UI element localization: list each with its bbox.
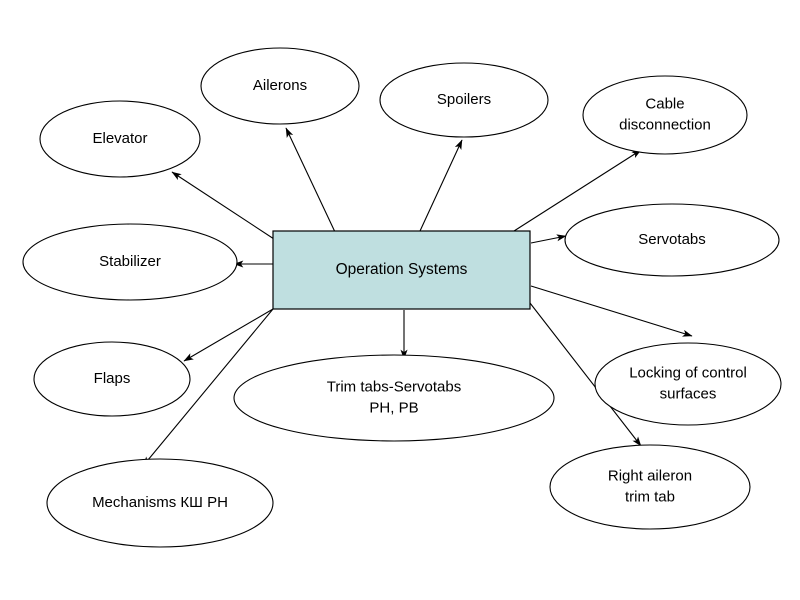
connector-right-aileron-trim-tab	[529, 302, 642, 447]
node-shape-trim-tabs-servotabs	[233, 354, 555, 442]
center-box-shape	[272, 230, 531, 310]
node-servotabs[interactable]: Servotabs	[564, 203, 780, 277]
node-label-trim-tabs-servotabs: РН, РВ	[369, 399, 418, 416]
node-label-stabilizer: Stabilizer	[99, 253, 161, 270]
connector-servotabs	[530, 234, 567, 244]
connector-cable-disconnection	[513, 149, 642, 232]
node-ailerons[interactable]: Ailerons	[200, 47, 360, 125]
node-shape-ailerons	[200, 47, 360, 125]
node-shape-locking-of-control-surfaces	[594, 342, 782, 426]
node-right-aileron-trim-tab[interactable]: Right aileron trim tab	[549, 444, 751, 530]
node-shape-right-aileron-trim-tab	[549, 444, 751, 530]
node-shape-flaps	[33, 341, 191, 417]
node-label-spoilers: Spoilers	[437, 91, 491, 108]
node-label-cable-disconnection: Cable	[645, 95, 684, 112]
node-shape-stabilizer	[22, 223, 238, 301]
center-node-layer: Operation Systems	[272, 230, 531, 310]
connector-ailerons	[285, 127, 336, 233]
node-label-servotabs: Servotabs	[638, 231, 706, 248]
node-operation-systems[interactable]: Operation Systems	[272, 230, 531, 310]
center-box-label: Operation Systems	[336, 261, 468, 278]
node-shape-cable-disconnection	[582, 75, 748, 155]
node-shape-spoilers	[379, 62, 549, 138]
node-stabilizer[interactable]: Stabilizer	[22, 223, 238, 301]
node-label-elevator: Elevator	[92, 130, 147, 147]
connector-flaps	[183, 308, 274, 362]
node-flaps[interactable]: Flaps	[33, 341, 191, 417]
node-label-flaps: Flaps	[94, 370, 131, 387]
node-label-trim-tabs-servotabs: Trim tabs-Servotabs	[327, 378, 461, 395]
node-label-ailerons: Ailerons	[253, 77, 307, 94]
node-shape-elevator	[39, 100, 201, 178]
node-label-locking-of-control-surfaces: surfaces	[660, 385, 717, 402]
node-label-mechanisms-ksh-rn: Mechanisms КШ РН	[92, 494, 228, 511]
node-label-right-aileron-trim-tab: Right aileron	[608, 467, 692, 484]
node-label-right-aileron-trim-tab: trim tab	[625, 488, 675, 505]
node-shape-servotabs	[564, 203, 780, 277]
edges-layer	[142, 127, 693, 467]
connector-locking-of-control-surfaces	[530, 285, 693, 337]
connector-spoilers	[419, 139, 463, 232]
node-spoilers[interactable]: Spoilers	[379, 62, 549, 138]
connector-mechanisms-ksh-rn	[142, 308, 274, 467]
node-locking-of-control-surfaces[interactable]: Locking of control surfaces	[594, 342, 782, 426]
node-mechanisms-ksh-rn[interactable]: Mechanisms КШ РН	[46, 458, 274, 548]
node-shape-mechanisms-ksh-rn	[46, 458, 274, 548]
node-label-cable-disconnection: disconnection	[619, 116, 711, 133]
node-elevator[interactable]: Elevator	[39, 100, 201, 178]
node-label-locking-of-control-surfaces: Locking of control	[629, 364, 747, 381]
connector-elevator	[171, 171, 275, 240]
node-cable-disconnection[interactable]: Cable disconnection	[582, 75, 748, 155]
